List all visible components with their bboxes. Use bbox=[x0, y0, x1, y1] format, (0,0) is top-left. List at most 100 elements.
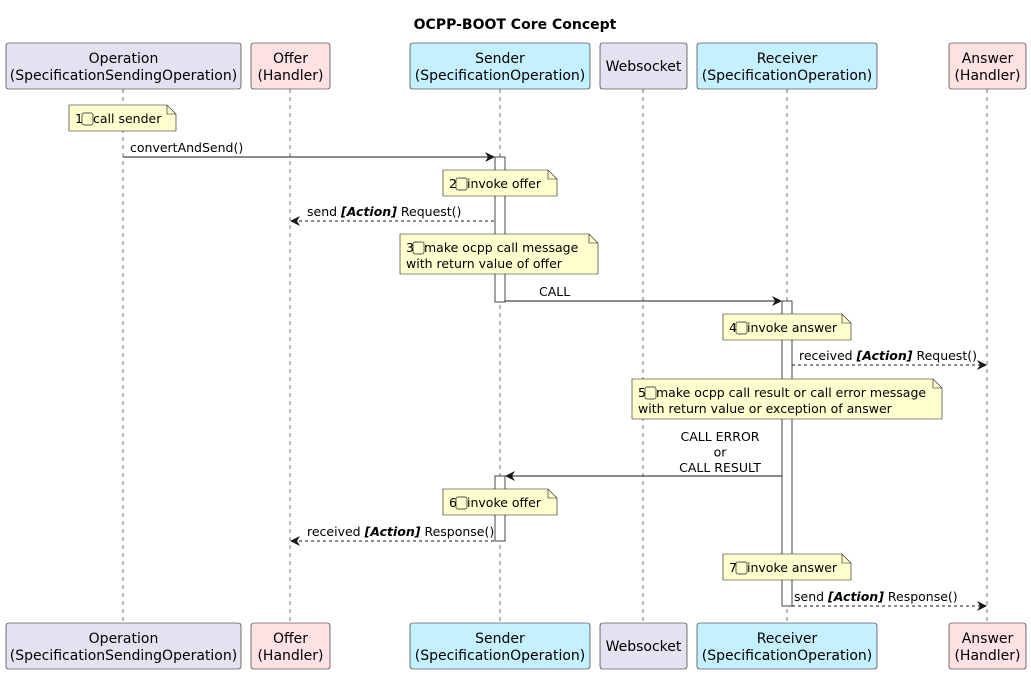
note-box bbox=[722, 553, 852, 581]
participant-type: (SpecificationSendingOperation) bbox=[10, 68, 237, 84]
participant-name: Receiver bbox=[757, 51, 818, 67]
participant-box bbox=[599, 622, 688, 670]
message-label: CALL RESULT bbox=[679, 460, 761, 475]
note-fold bbox=[547, 489, 557, 499]
participant-type: (SpecificationSendingOperation) bbox=[10, 648, 237, 664]
participant-websocket-top: Websocket bbox=[599, 42, 688, 90]
participant-answer-top: Answer(Handler) bbox=[948, 42, 1027, 90]
participant-name: Receiver bbox=[757, 631, 818, 647]
message-label: CALL bbox=[539, 284, 570, 299]
message-label-action: [Action] bbox=[364, 524, 421, 539]
message-label: received [Action] Response() bbox=[307, 524, 494, 539]
participant-headers-top: Operation(SpecificationSendingOperation)… bbox=[5, 42, 1027, 90]
note-number: 5 bbox=[638, 385, 646, 400]
note-fold bbox=[841, 314, 851, 324]
participant-type: (SpecificationOperation) bbox=[702, 68, 872, 84]
participant-box bbox=[250, 42, 331, 90]
note-number: 4 bbox=[729, 320, 737, 335]
message-label: received [Action] Request() bbox=[799, 348, 977, 363]
message-label-suffix: Request() bbox=[912, 348, 977, 363]
message-label: CALL ERROR bbox=[681, 429, 760, 444]
note-number: 2 bbox=[449, 176, 457, 191]
note-text: invoke answer bbox=[747, 320, 838, 335]
participant-headers-bottom: Operation(SpecificationSendingOperation)… bbox=[5, 622, 1027, 670]
note-text: with return value or exception of answer bbox=[638, 401, 893, 416]
message-label-suffix: Request() bbox=[397, 204, 462, 219]
message-label-suffix: Response() bbox=[420, 524, 494, 539]
participant-name: Websocket bbox=[606, 59, 682, 75]
message-label-prefix: received bbox=[799, 348, 857, 363]
participant-type: (Handler) bbox=[954, 68, 1020, 84]
participant-type: (SpecificationOperation) bbox=[702, 648, 872, 664]
activation-bar bbox=[494, 156, 506, 303]
participant-sender-top: Sender(SpecificationOperation) bbox=[409, 42, 591, 90]
participant-type: (Handler) bbox=[257, 648, 323, 664]
note-6: 6 invoke offer bbox=[442, 488, 558, 516]
participant-type: (SpecificationOperation) bbox=[415, 648, 585, 664]
participant-box bbox=[948, 622, 1027, 670]
participant-type: (Handler) bbox=[257, 68, 323, 84]
message-label-prefix: convertAndSend() bbox=[130, 140, 243, 155]
message-label-action: [Action] bbox=[340, 204, 397, 219]
note-number-icon bbox=[81, 112, 94, 126]
note-text: invoke answer bbox=[747, 560, 838, 575]
note-number-icon bbox=[735, 561, 748, 575]
note-number-icon bbox=[412, 241, 425, 255]
diagram-title: OCPP-BOOT Core Concept bbox=[414, 17, 617, 33]
note-7: 7 invoke answer bbox=[722, 553, 852, 581]
participant-box bbox=[409, 622, 591, 670]
message-label-prefix: CALL bbox=[539, 284, 570, 299]
participant-name: Websocket bbox=[606, 639, 682, 655]
participant-websocket-bottom: Websocket bbox=[599, 622, 688, 670]
note-text: with return value of offer bbox=[406, 256, 563, 271]
note-number: 6 bbox=[449, 495, 457, 510]
messages: convertAndSend() send [Action] Request() C… bbox=[123, 140, 987, 611]
note-box bbox=[68, 104, 177, 132]
participant-receiver-bottom: Receiver(SpecificationOperation) bbox=[696, 622, 878, 670]
message-label-prefix: send bbox=[794, 589, 828, 604]
participant-receiver-top: Receiver(SpecificationOperation) bbox=[696, 42, 878, 90]
participant-box bbox=[599, 42, 688, 90]
message-label-action: [Action] bbox=[827, 589, 884, 604]
participant-box bbox=[948, 42, 1027, 90]
note-text: invoke offer bbox=[467, 495, 542, 510]
note-number-icon bbox=[644, 386, 657, 400]
message-label-prefix: send bbox=[307, 204, 341, 219]
participant-name: Sender bbox=[475, 631, 525, 647]
note-number: 7 bbox=[729, 560, 737, 575]
participant-box bbox=[5, 42, 242, 90]
note-box bbox=[399, 233, 599, 275]
participant-type: (Handler) bbox=[954, 648, 1020, 664]
participant-box bbox=[5, 622, 242, 670]
participant-answer-bottom: Answer(Handler) bbox=[948, 622, 1027, 670]
note-number-icon bbox=[455, 177, 468, 191]
message-label-action: [Action] bbox=[856, 348, 913, 363]
participant-operation-top: Operation(SpecificationSendingOperation) bbox=[5, 42, 242, 90]
participant-name: Sender bbox=[475, 51, 525, 67]
note-fold bbox=[841, 554, 851, 564]
note-number: 3 bbox=[406, 240, 414, 255]
message-label: convertAndSend() bbox=[130, 140, 243, 155]
participant-name: Answer bbox=[962, 51, 1014, 67]
activation-bar bbox=[781, 300, 793, 607]
note-number-icon bbox=[735, 321, 748, 335]
message-label-prefix: received bbox=[307, 524, 365, 539]
message-7: send [Action] Response() bbox=[792, 589, 987, 611]
message-label: send [Action] Response() bbox=[794, 589, 958, 604]
note-number-icon bbox=[455, 496, 468, 510]
participant-box bbox=[696, 622, 878, 670]
note-box bbox=[442, 169, 558, 197]
participant-name: Operation bbox=[89, 51, 159, 67]
participant-box bbox=[250, 622, 331, 670]
message-3: CALL bbox=[505, 284, 782, 306]
note-box bbox=[631, 378, 943, 420]
participant-name: Offer bbox=[273, 51, 308, 67]
note-box bbox=[722, 313, 852, 341]
participant-box bbox=[696, 42, 878, 90]
